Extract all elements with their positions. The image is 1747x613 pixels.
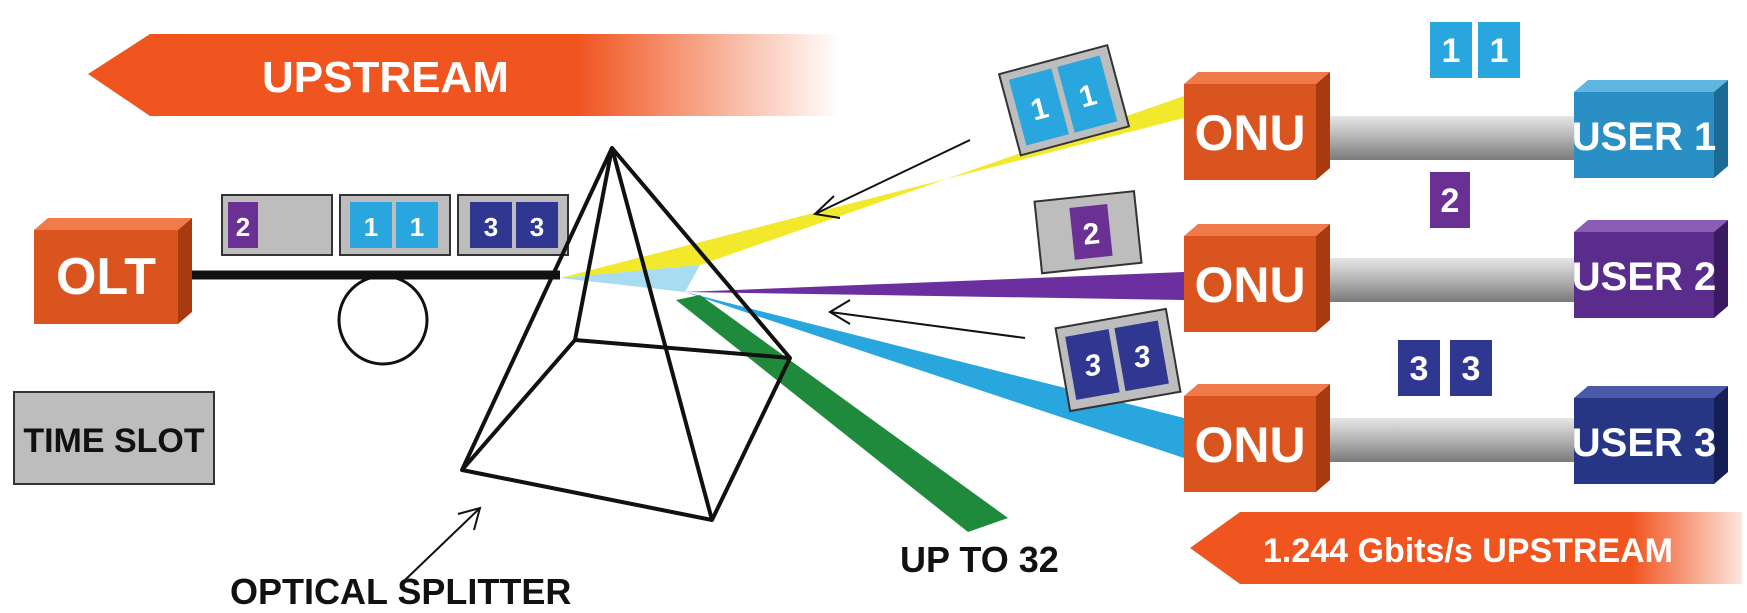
onu-row-3: ONU USER 3 3 3	[1184, 340, 1728, 492]
beam-purple	[685, 272, 1184, 300]
user-packets: 3 3	[1398, 340, 1492, 396]
user-node: USER 1	[1572, 80, 1728, 178]
upstream-label: UPSTREAM	[262, 53, 509, 102]
cable	[1320, 418, 1580, 462]
time-slot-legend: TIME SLOT	[14, 392, 214, 484]
onu-node: ONU	[1184, 384, 1330, 492]
svg-text:1: 1	[1442, 32, 1461, 70]
user-node: USER 3	[1572, 386, 1728, 484]
olt-packet: 1	[364, 212, 378, 242]
svg-text:3: 3	[1410, 350, 1429, 388]
split-ratio-label: UP TO 32	[900, 539, 1059, 580]
beam-green	[676, 295, 1008, 532]
onu-label: ONU	[1194, 105, 1305, 161]
cable	[1320, 258, 1580, 302]
user-packets: 2	[1430, 172, 1470, 228]
onu-node: ONU	[1184, 72, 1330, 180]
svg-text:2: 2	[1081, 217, 1101, 252]
olt-packet: 1	[410, 212, 424, 242]
user-label: USER 3	[1572, 421, 1717, 465]
fiber-coil	[339, 276, 427, 364]
user-label: USER 2	[1572, 255, 1717, 299]
svg-text:1: 1	[1490, 32, 1509, 70]
onu-label: ONU	[1194, 417, 1305, 473]
olt-label: OLT	[56, 248, 156, 306]
light-beams	[560, 96, 1184, 532]
splitter-label: OPTICAL SPLITTER	[230, 571, 571, 612]
onu-row-2: ONU USER 2 2	[1184, 172, 1728, 332]
svg-text:2: 2	[1441, 182, 1460, 220]
travel-packet-2: 2	[1035, 191, 1142, 273]
travel-packet-1: 1 1	[999, 45, 1129, 155]
olt-packet: 3	[530, 212, 544, 242]
onu-label: ONU	[1194, 257, 1305, 313]
time-slot-label: TIME SLOT	[23, 422, 205, 460]
olt-node: OLT	[34, 218, 192, 324]
olt-time-slot-frame: 2 1 1 3 3	[222, 195, 568, 255]
user-node: USER 2	[1572, 220, 1728, 318]
user-label: USER 1	[1572, 115, 1717, 159]
svg-text:3: 3	[1462, 350, 1481, 388]
user-packets: 1 1	[1430, 22, 1520, 78]
onu-row-1: ONU USER 1 1 1	[1184, 22, 1728, 180]
travel-packet-3: 3 3	[1056, 309, 1181, 411]
rate-label: 1.244 Gbits/s UPSTREAM	[1263, 532, 1673, 570]
cable	[1320, 116, 1580, 160]
upstream-arrow: UPSTREAM	[88, 34, 840, 116]
olt-packet: 3	[484, 212, 498, 242]
olt-packet: 2	[236, 212, 250, 242]
onu-node: ONU	[1184, 224, 1330, 332]
rate-arrow: 1.244 Gbits/s UPSTREAM	[1190, 512, 1742, 584]
